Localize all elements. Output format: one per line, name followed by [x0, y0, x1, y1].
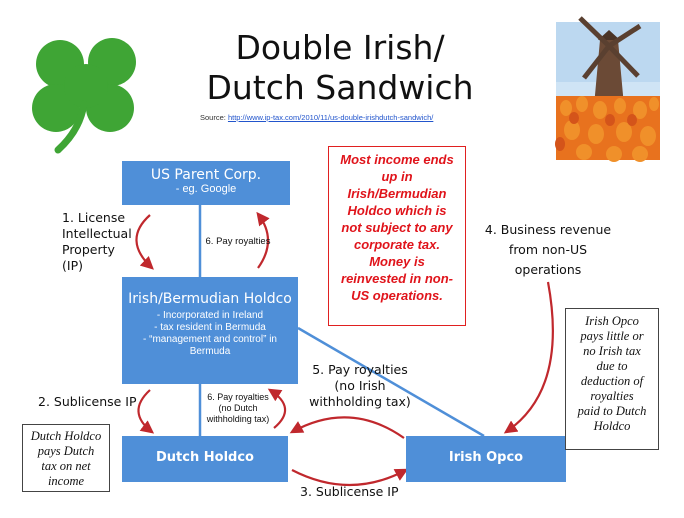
- note-line: due to: [596, 359, 628, 373]
- main-note-line: US operations.: [351, 288, 443, 303]
- source-link[interactable]: http://www.ip-tax.com/2010/11/us-double-…: [227, 113, 434, 122]
- us-parent-title: US Parent Corp.: [150, 167, 262, 183]
- label-line: from non-US: [508, 242, 588, 257]
- irish-opco-title: Irish Opco: [448, 450, 524, 465]
- label-line: withholding tax): [309, 394, 411, 409]
- main-note-box: Most income ends up in Irish/Bermudian H…: [328, 146, 466, 326]
- label-sublicense-ip-left: 2. Sublicense IP: [38, 394, 137, 409]
- note-line: royalties: [590, 389, 634, 403]
- label-sublicense-ip-bottom: 3. Sublicense IP: [300, 484, 399, 499]
- label-pay-royalties-5: 5. Pay royalties (no Irish withholding t…: [304, 362, 416, 410]
- label-pay-royalties-top: 6. Pay royalties: [205, 236, 271, 247]
- arrow-pay-royalties-top: [256, 211, 270, 269]
- label-line: Property: [62, 242, 115, 257]
- arrow-sublicense-bottom: [291, 468, 409, 487]
- arrow-pay-royalties-5: [289, 416, 405, 439]
- main-note-line: Most income ends: [340, 152, 454, 167]
- main-note-line: reinvested in non-: [341, 271, 453, 286]
- windmill-tulips-image: [555, 16, 660, 162]
- arrow-sublicense-left: [137, 389, 155, 434]
- note-line: tax on net: [41, 459, 91, 473]
- four-leaf-clover-icon: [32, 38, 136, 154]
- label-line: (IP): [62, 258, 83, 273]
- source-citation: Source: http://www.ip-tax.com/2010/11/us…: [200, 113, 500, 122]
- note-line: income: [47, 474, 85, 488]
- holdco-line-4: Bermuda: [189, 346, 231, 357]
- main-note-line: Money is: [369, 254, 425, 269]
- irish-opco-box: Irish Opco: [406, 436, 566, 482]
- label-license-ip: 1. License Intellectual Property (IP): [62, 210, 132, 274]
- diagram-title: Double Irish/ Dutch Sandwich: [160, 28, 520, 108]
- label-line: Intellectual: [62, 226, 132, 241]
- label-line: operations: [514, 262, 582, 277]
- note-line: no Irish tax: [583, 344, 641, 358]
- label-pay-royalties-mid: 6. Pay royalties (no Dutch withholding t…: [200, 392, 276, 425]
- label-line: (no Irish: [334, 378, 386, 393]
- note-line: Irish Opco: [585, 314, 639, 328]
- label-line: 4. Business revenue: [484, 222, 612, 237]
- holdco-box: Irish/Bermudian Holdco - Incorporated in…: [122, 277, 298, 384]
- arrow-license-ip: [135, 214, 154, 270]
- us-parent-subtitle: - eg. Google: [175, 183, 237, 195]
- note-line: pays Dutch: [37, 444, 95, 458]
- main-note-line: Irish/Bermudian: [347, 186, 447, 201]
- dutch-holdco-title: Dutch Holdco: [156, 450, 254, 465]
- label-line: 6. Pay royalties: [207, 392, 269, 402]
- main-note-line: not subject to any: [341, 220, 453, 235]
- title-line-2: Dutch Sandwich: [206, 68, 474, 107]
- arrow-business-revenue: [503, 281, 554, 434]
- label-line: (no Dutch: [218, 403, 258, 413]
- holdco-line-2: - tax resident in Bermuda: [154, 322, 266, 333]
- note-line: paid to Dutch: [577, 404, 647, 418]
- label-business-revenue: 4. Business revenue from non-US operatio…: [478, 220, 618, 280]
- main-note-line: corporate tax.: [354, 237, 440, 252]
- main-note-line: Holdco which is: [347, 203, 447, 218]
- connector-holdco-opco: [297, 326, 485, 438]
- note-line: Holdco: [593, 419, 631, 433]
- main-note-line: up in: [381, 169, 413, 184]
- opco-note-box: Irish Opco pays little or no Irish tax d…: [565, 308, 659, 450]
- label-line: 1. License: [62, 210, 126, 225]
- note-line: Dutch Holdco: [30, 429, 102, 443]
- label-line: 5. Pay royalties: [312, 362, 408, 377]
- dutch-note-box: Dutch Holdco pays Dutch tax on net incom…: [22, 424, 110, 492]
- holdco-line-1: - Incorporated in Ireland: [156, 310, 264, 321]
- title-line-1: Double Irish/: [235, 28, 445, 67]
- note-line: deduction of: [580, 374, 644, 388]
- dutch-holdco-box: Dutch Holdco: [122, 436, 288, 482]
- holdco-title: Irish/Bermudian Holdco: [128, 291, 292, 307]
- us-parent-box: US Parent Corp. - eg. Google: [122, 161, 290, 205]
- source-prefix: Source:: [200, 113, 226, 122]
- note-line: pays little or: [580, 329, 644, 343]
- arrow-pay-royalties-mid: [267, 388, 287, 429]
- label-line: withholding tax): [206, 414, 270, 424]
- holdco-line-3: - “management and control” in: [143, 334, 277, 345]
